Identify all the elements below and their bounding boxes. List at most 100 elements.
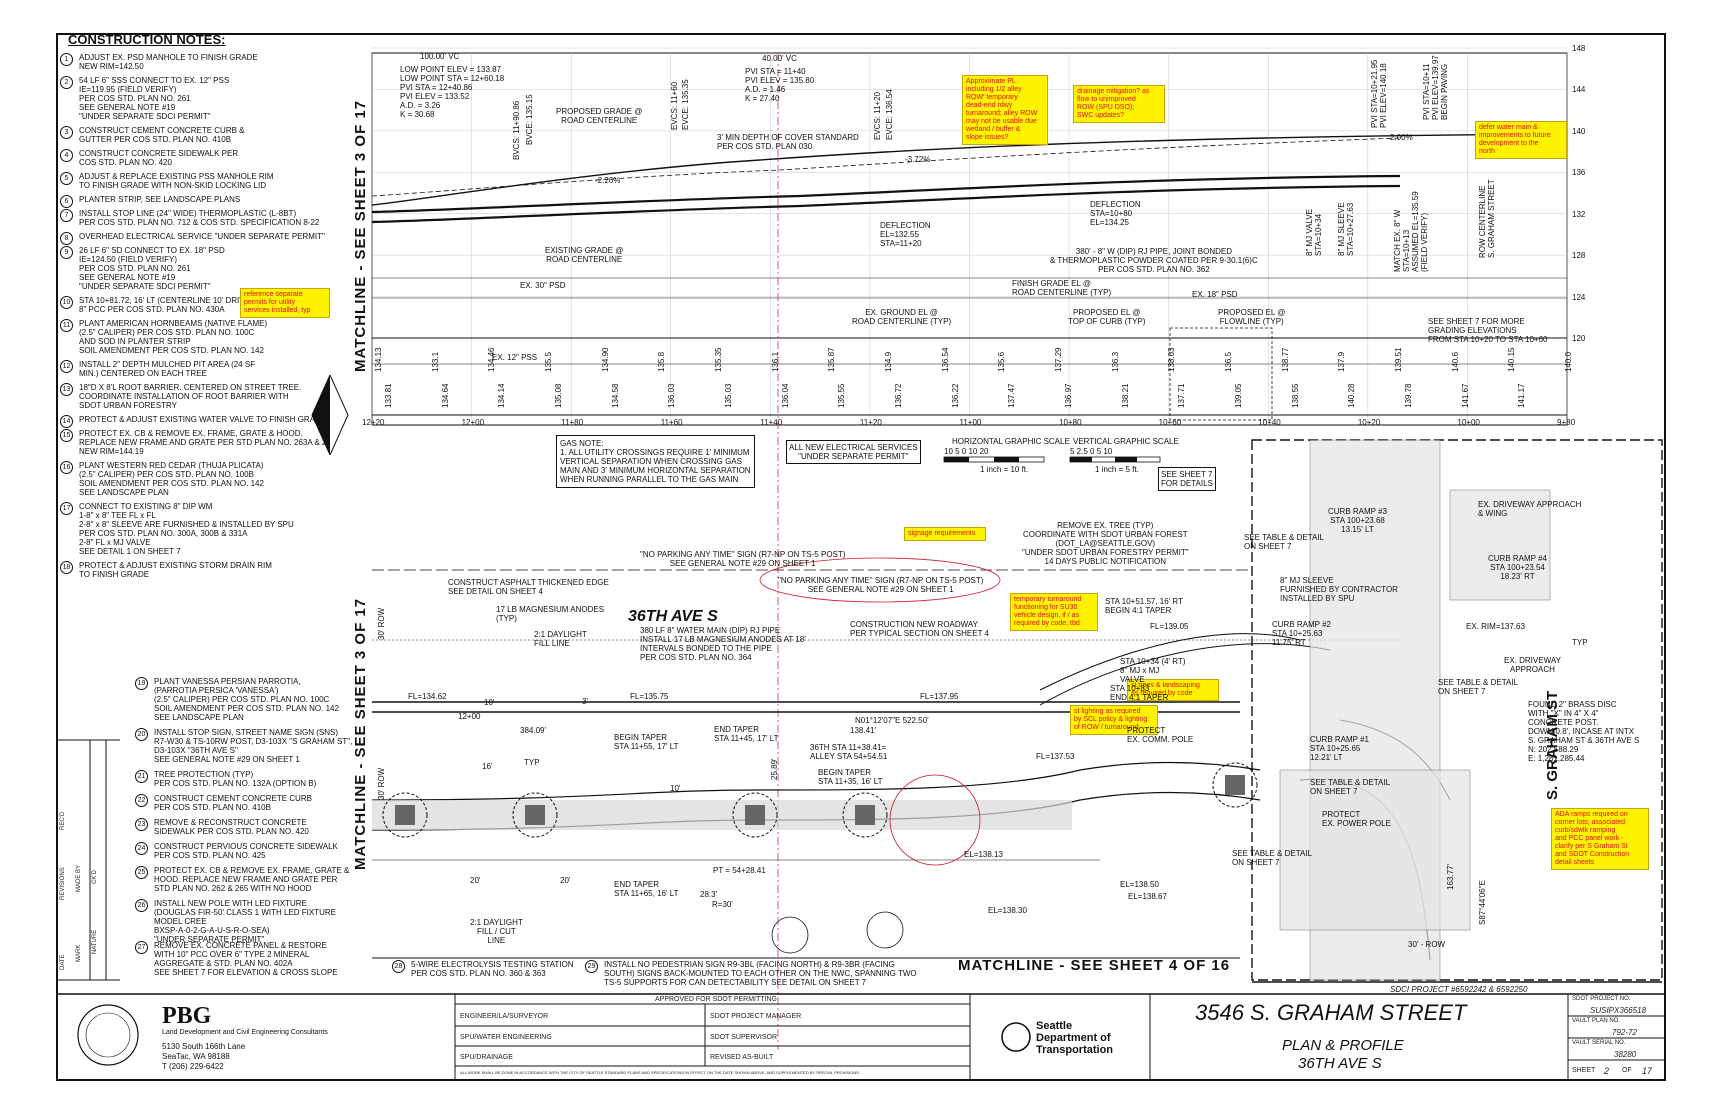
vault-serial-label: VAULT SERIAL NO. xyxy=(1572,1040,1626,1046)
no-parking-sign-2: "NO PARKING ANY TIME" SIGN (R7-NP ON TS-… xyxy=(778,576,984,594)
profile-elevation-value: 136.72 xyxy=(894,383,903,408)
note-number-badge: 26 xyxy=(135,899,148,912)
tb-row-right-3: REVISED AS-BUILT xyxy=(710,1054,774,1061)
deflection-2: DEFLECTION STA=10+80 EL=134.25 xyxy=(1090,200,1141,227)
station-tick-label: 11+40 xyxy=(760,418,783,427)
see-table-detail-1: SEE TABLE & DETAIL ON SHEET 7 xyxy=(1244,533,1325,551)
matchline-bottom: MATCHLINE - SEE SHEET 4 OF 16 xyxy=(958,957,1231,974)
revision-column-header: MADE BY xyxy=(76,864,82,892)
profile-elevation-value: 134.9 xyxy=(884,351,893,372)
note-number-badge: 25 xyxy=(135,866,148,879)
min-depth-label: 3' MIN DEPTH OF COVER STANDARD PER COS S… xyxy=(717,133,859,151)
begin-taper-1: BEGIN TAPER STA 11+55, 17' LT xyxy=(614,733,679,751)
station-tick-label: 11+20 xyxy=(859,418,882,427)
vc-line: LOW POINT ELEV = 133.87 xyxy=(400,65,502,74)
sticky-signage: signage requirements xyxy=(904,527,986,541)
profile-elevation-value: 140.28 xyxy=(1347,383,1357,408)
tree-pit-icon xyxy=(395,805,415,825)
note-text: INSTALL NEW POLE WITH LED FIXTURE (DOUGL… xyxy=(154,899,337,944)
dept-of: Department of xyxy=(1036,1032,1111,1044)
evce-2: EVCE: 136.54 xyxy=(885,89,894,140)
note-text: 54 LF 6" SSS CONNECT TO EX. 12" PSS IE=1… xyxy=(79,76,230,121)
begin-taper-2: BEGIN TAPER STA 11+35, 16' LT xyxy=(818,768,883,786)
profile-elevation-value: 135.8 xyxy=(657,351,667,372)
profile-elevation-value: 139.78 xyxy=(1404,383,1413,408)
proposed-grade-label: PROPOSED GRADE @ ROAD CENTERLINE xyxy=(556,107,643,125)
see-table-detail-4: SEE TABLE & DETAIL ON SHEET 7 xyxy=(1232,849,1313,867)
profile-elevation-value: 141.17 xyxy=(1517,383,1527,408)
deflection-1: DEFLECTION EL=132.55 STA=11+20 xyxy=(880,221,931,248)
daylight-fill-label: 2:1 DAYLIGHT FILL LINE xyxy=(534,630,587,648)
note-text: REMOVE EX. CONCRETE PANEL & RESTORE WITH… xyxy=(154,941,338,977)
note-number-badge: 22 xyxy=(135,794,148,807)
note-number-badge: 12 xyxy=(60,360,73,373)
vc-line: PVI STA = 12+40.86 xyxy=(400,83,473,92)
station-tick-label: 11+00 xyxy=(959,418,982,427)
profile-elevation-value: 137.29 xyxy=(1054,347,1063,372)
valve-station: STA 10+34 (4' RT) 8" MJ x MJ VALVE xyxy=(1120,657,1186,684)
north-arrow-icon: N xyxy=(311,375,349,455)
ex-18-psd: EX. 18" PSD xyxy=(1192,290,1238,299)
tree-pit-icon xyxy=(855,805,875,825)
profile-elevation-value: 137.71 xyxy=(1177,383,1187,408)
sticky-alley-row: Approximate PL including 1/2 alley ROW' … xyxy=(962,75,1048,145)
note-text: 18"D X 8'L ROOT BARRIER. CENTERED ON STR… xyxy=(79,383,302,410)
dept-seattle: Seattle xyxy=(1036,1020,1073,1032)
profile-elevation-value: 140.6 xyxy=(1450,351,1460,372)
tb-row-left-1: ENGINEER/LA/SURVEYOR xyxy=(460,1013,549,1020)
profile-grade-lines xyxy=(371,53,1567,1050)
water-main-plan-label: 380 LF 8" WATER MAIN (DIP) RJ PIPE INSTA… xyxy=(640,626,806,662)
note-text: PLANT WESTERN RED CEDAR (THUJA PLICATA) … xyxy=(79,461,264,497)
note-number-badge: 18 xyxy=(60,561,73,574)
approved-label: APPROVED FOR SDOT PERMITTING xyxy=(655,996,777,1003)
drawing-sheet-border xyxy=(56,33,1666,1081)
sheet-subtitle-1: PLAN & PROFILE xyxy=(1282,1037,1404,1054)
company-logo-text: PBG xyxy=(162,1003,212,1029)
profile-elevation-value: 138.55 xyxy=(1290,383,1300,408)
profile-elevation-value: 136.97 xyxy=(1064,383,1073,408)
fl-134-62: FL=134.62 xyxy=(408,692,447,701)
company-address-2: SeaTac, WA 98188 xyxy=(162,1052,230,1061)
existing-grade-label: EXISTING GRADE @ ROAD CENTERLINE xyxy=(545,246,624,264)
elevation-tick-label: 144 xyxy=(1572,85,1586,95)
sheet-of-label: OF xyxy=(1622,1067,1632,1074)
profile-elevation-value: 135.08 xyxy=(554,383,563,408)
note-text: OVERHEAD ELECTRICAL SERVICE "UNDER SEPAR… xyxy=(79,232,325,241)
dist-138: 138.41' xyxy=(850,726,876,735)
row-centerline-label: ROW CENTERLINE S. GRAHAM STREET xyxy=(1478,179,1496,258)
vc-line: K = 30.68 xyxy=(400,110,435,119)
el-138-30: EL=138.30 xyxy=(988,906,1027,915)
tb-row-right-2: SDOT SUPERVISOR xyxy=(710,1034,778,1041)
note-number-badge: 15 xyxy=(60,429,73,442)
company-address-1: 5130 South 166th Lane xyxy=(162,1042,246,1051)
note-number-badge: 3 xyxy=(60,126,73,139)
asphalt-edge-label: CONSTRUCT ASPHALT THICKENED EDGE SEE DET… xyxy=(448,578,609,596)
elevation-tick-label: 120 xyxy=(1572,334,1586,343)
note-number-badge: 28 xyxy=(392,960,405,973)
note-number-badge: 20 xyxy=(135,728,148,741)
protect-power-pole: PROTECT EX. POWER POLE xyxy=(1322,810,1391,828)
elevation-tick-label: 132 xyxy=(1572,209,1586,219)
profile-elevation-value: 135.03 xyxy=(724,383,733,408)
station-tick-label: 11+80 xyxy=(561,418,584,427)
profile-elevation-value: 134.46 xyxy=(487,347,497,372)
profile-elevation-value: 136.1 xyxy=(770,351,780,372)
vertical-scale-title: VERTICAL GRAPHIC SCALE xyxy=(1073,437,1179,446)
note-number-badge: 23 xyxy=(135,818,148,831)
elevation-tick-label: 148 xyxy=(1572,44,1586,53)
sticky-trees-landscaping: st trees & landscaping as required by co… xyxy=(1127,679,1219,701)
vc-line: PVI ELEV = 135.80 xyxy=(745,76,815,85)
sticky-ada-ramps: ADA ramps required on corner lots; assoc… xyxy=(1551,808,1649,870)
note-text: ADJUST & REPLACE EXISTING PSS MANHOLE RI… xyxy=(79,172,274,190)
note-number-badge: 5 xyxy=(60,172,73,185)
tree-pit-icon xyxy=(525,805,545,825)
note-text: CONSTRUCT CEMENT CONCRETE CURB PER COS S… xyxy=(154,794,312,812)
sticky-drainage: drainage mitigation? as flow to unimprov… xyxy=(1073,85,1165,123)
